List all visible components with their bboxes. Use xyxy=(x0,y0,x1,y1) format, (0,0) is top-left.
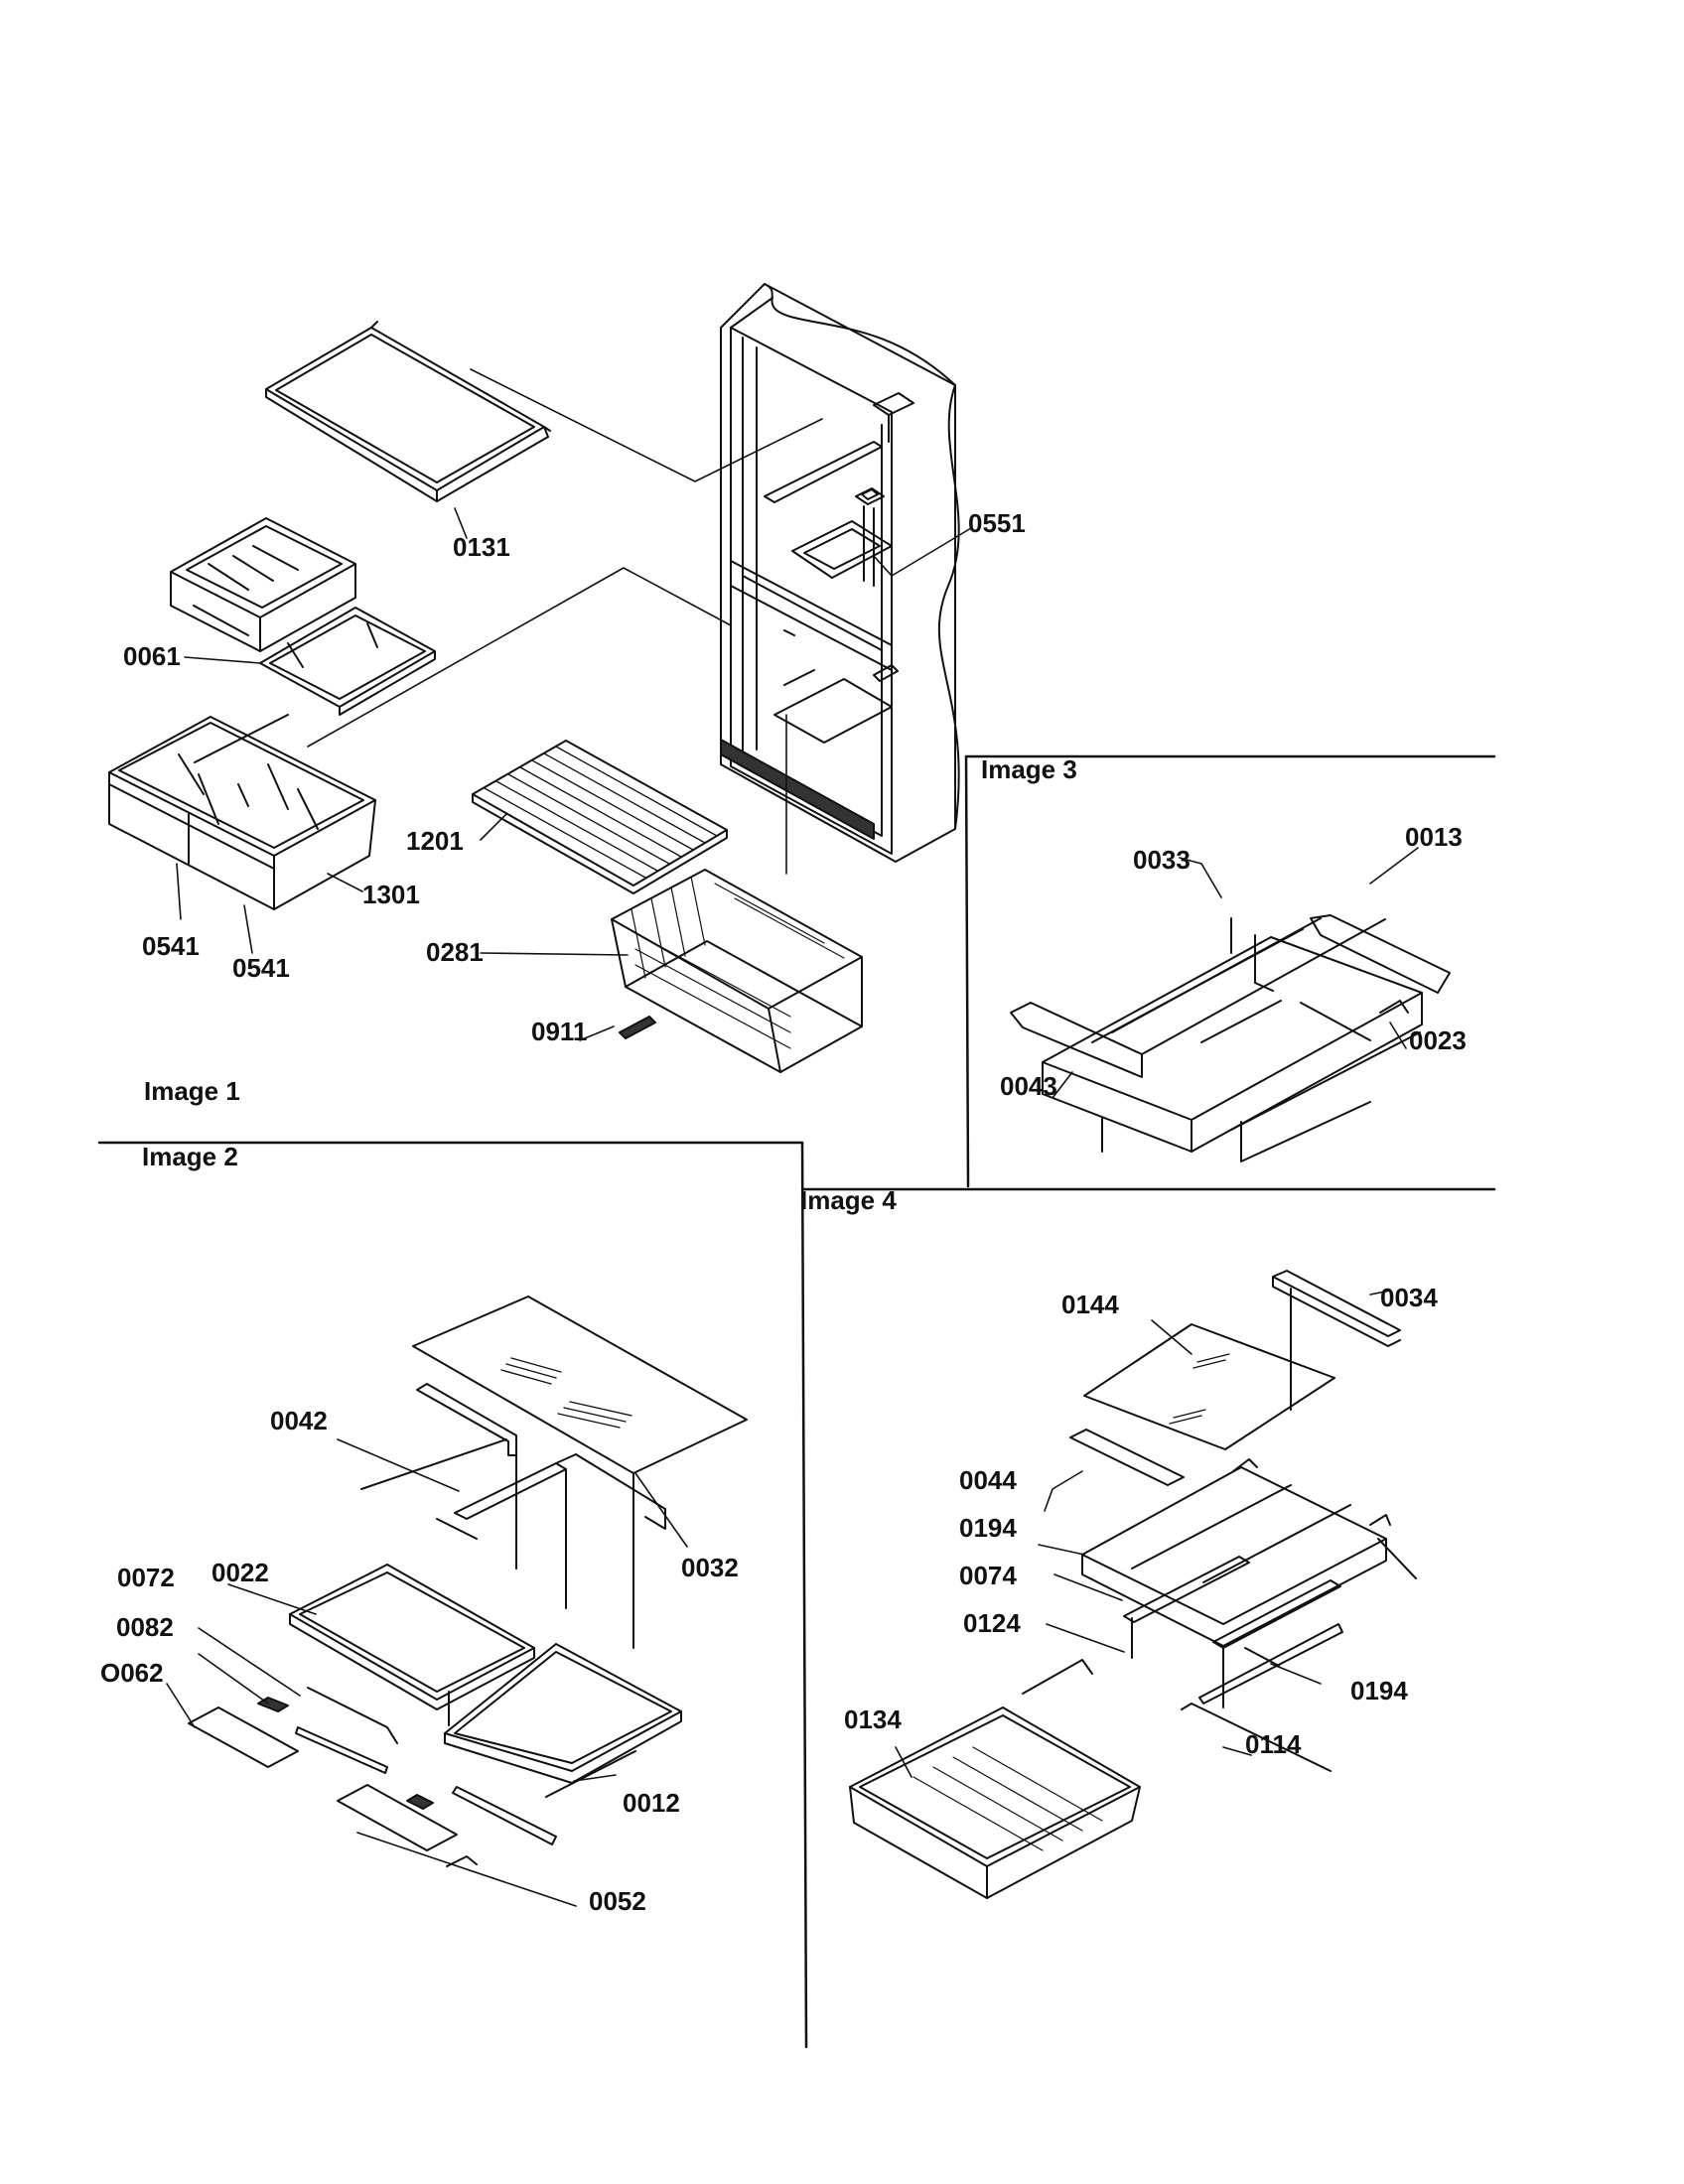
section-dividers xyxy=(97,754,1496,2049)
part-label-0062[interactable]: O062 xyxy=(100,1658,164,1688)
part-label-1201[interactable]: 1201 xyxy=(406,826,464,856)
part-label-0082[interactable]: 0082 xyxy=(116,1612,174,1642)
image4-meat-pan-assembly xyxy=(849,1270,1417,1899)
part-label-0012[interactable]: 0012 xyxy=(623,1788,680,1818)
part-label-0131[interactable]: 0131 xyxy=(453,532,510,562)
crisper-cover-0061 xyxy=(259,607,436,716)
shelf-0131 xyxy=(265,321,551,502)
part-label-0134[interactable]: 0134 xyxy=(844,1705,902,1734)
part-label-0911[interactable]: 0911 xyxy=(531,1017,588,1046)
part-label-0042[interactable]: 0042 xyxy=(270,1406,328,1435)
part-label-0022[interactable]: 0022 xyxy=(211,1558,269,1587)
part-label-0032[interactable]: 0032 xyxy=(681,1553,739,1582)
part-label-1301[interactable]: 1301 xyxy=(362,880,420,909)
part-label-0033[interactable]: 0033 xyxy=(1133,845,1191,875)
part-label-0044[interactable]: 0044 xyxy=(959,1465,1017,1495)
image3-shelf-assembly xyxy=(1010,914,1451,1162)
rail-0911 xyxy=(619,1016,656,1039)
part-label-0034[interactable]: 0034 xyxy=(1380,1283,1438,1312)
image2-leaders xyxy=(166,1438,688,1907)
wire-shelf-1201 xyxy=(472,740,728,894)
part-label-0074[interactable]: 0074 xyxy=(959,1561,1017,1590)
part-label-0144[interactable]: 0144 xyxy=(1061,1290,1119,1319)
section-title-image3: Image 3 xyxy=(981,754,1077,784)
part-label-0114[interactable]: 0114 xyxy=(1245,1729,1302,1759)
part-label-0194-upper[interactable]: 0194 xyxy=(959,1513,1017,1543)
image2-shelf-assembly xyxy=(188,1296,748,1867)
part-label-0124[interactable]: 0124 xyxy=(963,1608,1021,1638)
part-label-0061[interactable]: 0061 xyxy=(123,641,181,671)
part-label-0551[interactable]: 0551 xyxy=(968,508,1026,538)
part-label-0023[interactable]: 0023 xyxy=(1409,1025,1467,1055)
crisper-drawer-upper xyxy=(170,517,356,652)
part-label-0541-right[interactable]: 0541 xyxy=(232,953,290,983)
part-label-0013[interactable]: 0013 xyxy=(1405,822,1463,852)
image1-leaders xyxy=(176,368,972,1041)
image4-leaders xyxy=(895,1290,1391,1778)
wire-basket-0281 xyxy=(611,869,863,1073)
section-title-image4: Image 4 xyxy=(800,1185,897,1215)
section-title-image2: Image 2 xyxy=(142,1142,238,1171)
part-label-0541-left[interactable]: 0541 xyxy=(142,931,200,961)
part-label-0052[interactable]: 0052 xyxy=(589,1886,646,1916)
section-title-image1: Image 1 xyxy=(144,1076,240,1106)
refrigerator-cabinet xyxy=(720,283,960,863)
part-label-0281[interactable]: 0281 xyxy=(426,937,484,967)
crisper-pans-0541 xyxy=(108,714,376,910)
part-label-0194-lower[interactable]: 0194 xyxy=(1350,1676,1408,1706)
part-label-0043[interactable]: 0043 xyxy=(1000,1071,1057,1101)
image3-leaders xyxy=(1052,847,1419,1099)
part-label-0072[interactable]: 0072 xyxy=(117,1563,175,1592)
